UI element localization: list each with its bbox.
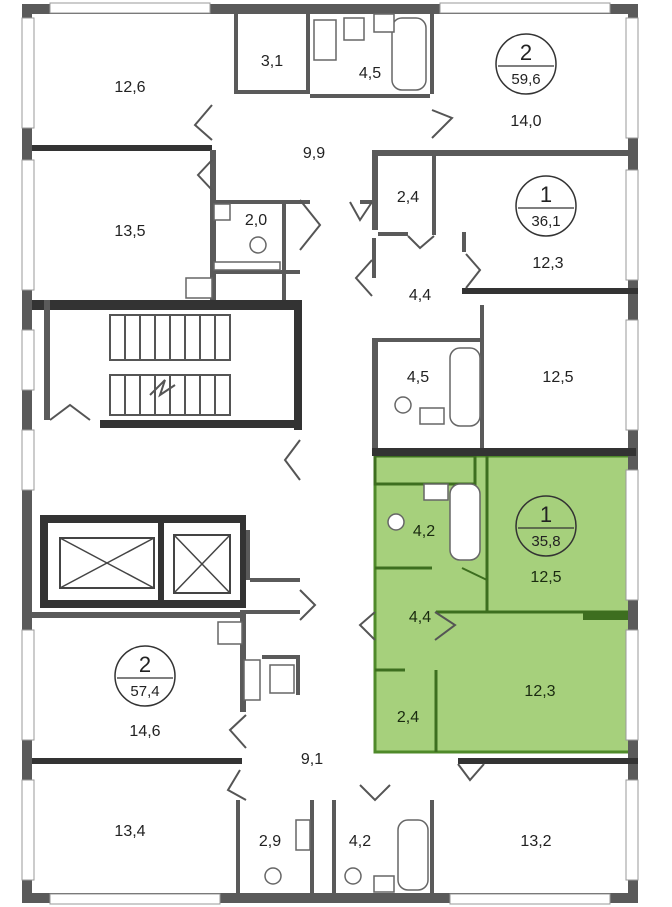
apartment-rooms: 2 [520, 40, 532, 65]
room-area: 9,1 [301, 751, 323, 768]
door-swings [49, 104, 485, 802]
room-area: 4,4 [409, 287, 431, 304]
apartment-rooms: 1 [540, 182, 552, 207]
room-area: 2,9 [259, 833, 281, 850]
apartment-badge-mid-right: 1 36,1 [515, 175, 577, 237]
room-area: 4,5 [359, 65, 381, 82]
windows-right [625, 17, 639, 881]
apartment-rooms: 2 [139, 652, 151, 677]
room-area: 4,2 [349, 833, 371, 850]
room-area: 13,5 [114, 223, 145, 240]
apartment-area: 57,4 [130, 683, 159, 700]
windows-left [21, 17, 35, 881]
room-area: 12,6 [114, 79, 145, 96]
apartment-area: 35,8 [531, 533, 560, 550]
room-area: 2,4 [397, 709, 419, 726]
windows-top-bottom [49, 2, 611, 905]
bath-fixtures [185, 13, 481, 893]
room-area: 14,6 [129, 723, 160, 740]
room-area: 12,5 [542, 369, 573, 386]
apartment-badge-highlight: 1 35,8 [515, 495, 577, 557]
staircase [109, 314, 231, 416]
apartment-rooms: 1 [540, 502, 552, 527]
elevator-shafts [59, 534, 231, 594]
room-area: 12,3 [524, 683, 555, 700]
room-area: 2,0 [245, 212, 267, 229]
room-labels: 12,6 3,1 4,5 14,0 9,9 13,5 2,0 2,4 12,3 … [114, 53, 573, 850]
apartment-area: 36,1 [531, 213, 560, 230]
room-area: 3,1 [261, 53, 283, 70]
highlighted-apartment[interactable] [373, 454, 634, 754]
apartment-area: 59,6 [511, 71, 540, 88]
apartment-badge-bottom-left: 2 57,4 [114, 645, 176, 707]
room-area: 13,2 [520, 833, 551, 850]
room-area: 2,4 [397, 189, 419, 206]
room-area: 9,9 [303, 145, 325, 162]
room-area: 13,4 [114, 823, 145, 840]
room-area: 14,0 [510, 113, 541, 130]
room-area: 12,5 [530, 569, 561, 586]
room-area: 4,4 [409, 609, 431, 626]
apartment-badge-top-right: 2 59,6 [495, 33, 557, 95]
room-area: 4,5 [407, 369, 429, 386]
room-area: 4,2 [413, 523, 435, 540]
room-area: 12,3 [532, 255, 563, 272]
interior-walls [32, 14, 638, 900]
